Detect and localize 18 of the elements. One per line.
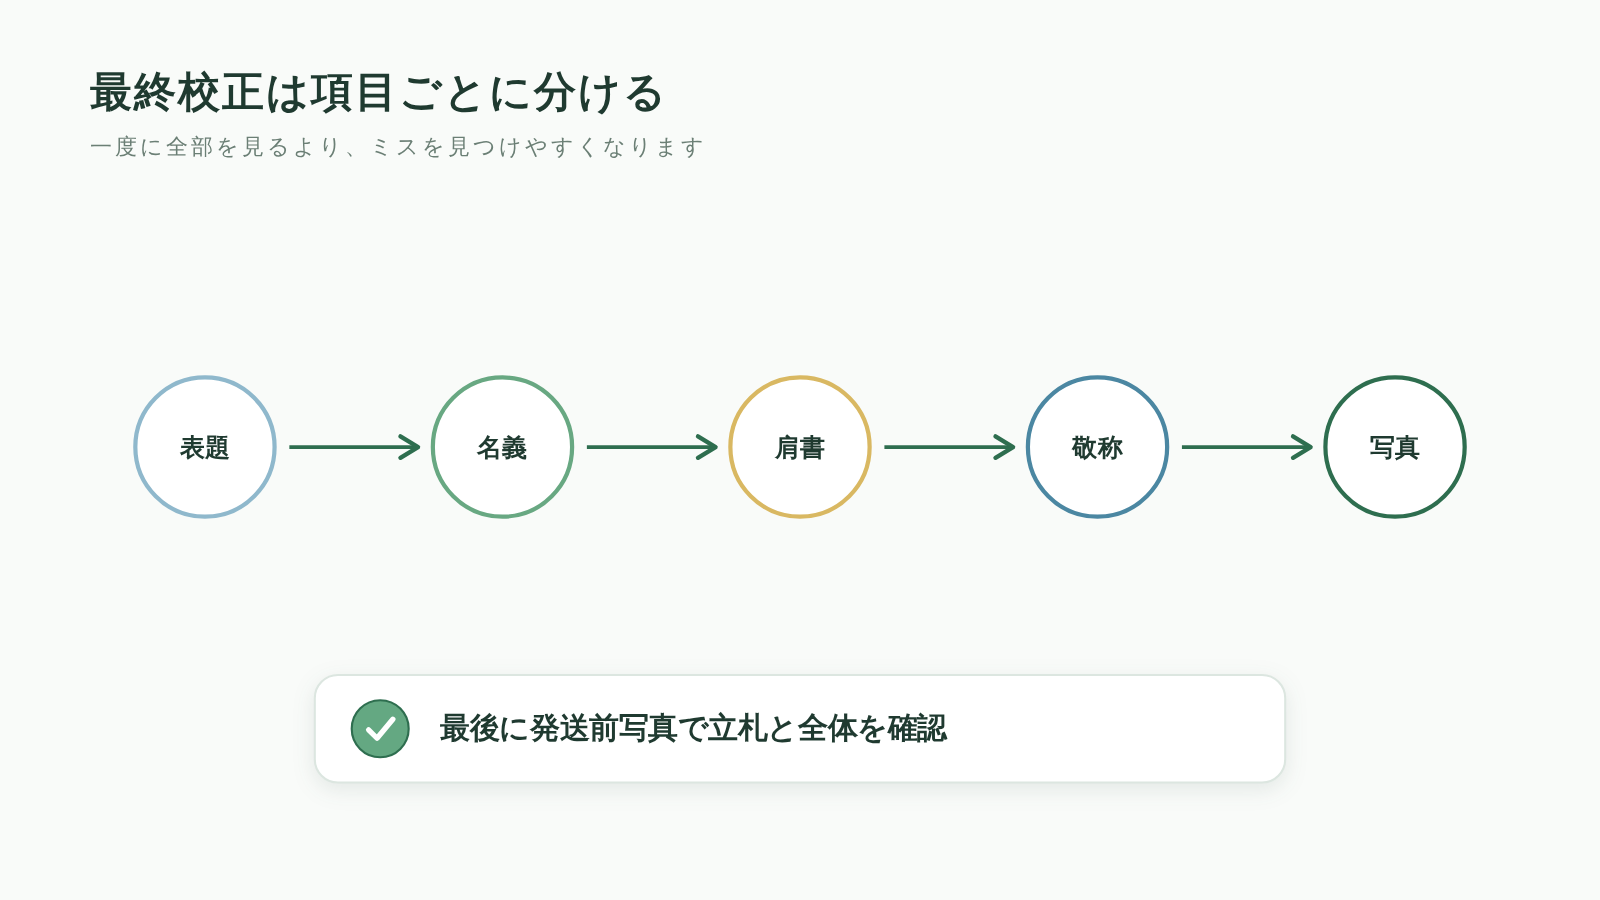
step-circle bbox=[1323, 375, 1467, 519]
step-label: 肩書 bbox=[774, 431, 826, 464]
arrow bbox=[586, 434, 718, 460]
step-circle bbox=[1025, 375, 1170, 519]
step-label: 写真 bbox=[1369, 431, 1421, 464]
step-circle bbox=[430, 375, 575, 519]
step-circle bbox=[133, 375, 277, 519]
note-card bbox=[313, 673, 1287, 784]
step-label: 敬称 bbox=[1072, 431, 1123, 464]
subtitle: 一度に全部を見るより、ミスを見つけやすくなります bbox=[90, 133, 707, 161]
arrow bbox=[289, 434, 421, 460]
step-label: 名義 bbox=[477, 431, 528, 464]
step-label: 表題 bbox=[179, 431, 231, 464]
note-text: 最後に発送前写真で立札と全体を確認 bbox=[440, 709, 947, 748]
title: 最終校正は項目ごとに分ける bbox=[90, 67, 668, 117]
step-circle bbox=[728, 375, 872, 519]
arrow bbox=[884, 434, 1016, 460]
arrow bbox=[1181, 434, 1313, 460]
